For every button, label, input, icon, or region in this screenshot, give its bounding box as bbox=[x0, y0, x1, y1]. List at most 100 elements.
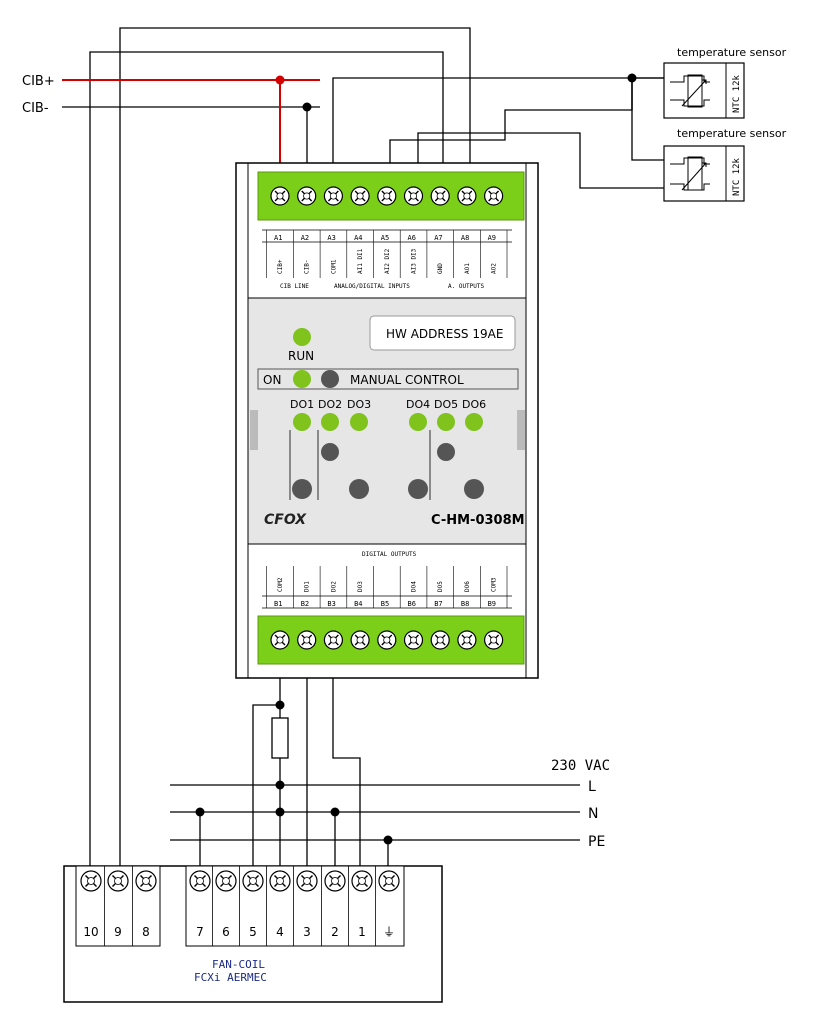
bottom-signal-label: DO2 bbox=[330, 581, 337, 592]
run-led bbox=[293, 328, 311, 346]
top-signal-label: AI3 DI3 bbox=[411, 248, 418, 274]
top-signal-label: AI2 DI2 bbox=[384, 248, 391, 274]
fancoil-terminal-label: 7 bbox=[196, 925, 204, 939]
screw-terminal-icon bbox=[484, 630, 504, 650]
screw-terminal-icon bbox=[189, 870, 211, 892]
bottom-signal-label: DO6 bbox=[464, 581, 471, 592]
bottom-screws bbox=[270, 630, 504, 650]
screw-terminal-icon bbox=[457, 186, 477, 206]
sensor-2-type: NTC 12k bbox=[732, 157, 742, 196]
fancoil-terminal-label: 5 bbox=[249, 925, 257, 939]
bottom-signal-label: DO3 bbox=[357, 581, 364, 592]
do-button[interactable] bbox=[349, 479, 369, 499]
top-terminal-label: A2 bbox=[301, 234, 309, 242]
wire-a3-sensor1 bbox=[332, 77, 664, 163]
line-PE-label: PE bbox=[588, 834, 605, 850]
screw-terminal-icon bbox=[351, 870, 373, 892]
wire-a5-common bbox=[389, 82, 633, 163]
bottom-terminal-label: B2 bbox=[301, 600, 309, 608]
cib-minus-label: CIB- bbox=[22, 101, 49, 116]
do-label: DO1 bbox=[290, 398, 314, 411]
bottom-terminal-label: B6 bbox=[408, 600, 416, 608]
top-signal-label: CIB+ bbox=[277, 259, 284, 274]
do-label: DO2 bbox=[318, 398, 342, 411]
do-led bbox=[437, 413, 455, 431]
screw-terminal-icon bbox=[135, 870, 157, 892]
bottom-signal-label: DO1 bbox=[304, 581, 311, 592]
temperature-sensor-1: temperature sensor NTC 12k bbox=[663, 46, 787, 119]
screw-terminal-icon bbox=[107, 870, 129, 892]
screw-terminal-icon bbox=[377, 186, 397, 206]
do-button[interactable] bbox=[408, 479, 428, 499]
screw-terminal-icon bbox=[270, 630, 290, 650]
screw-terminal-icon bbox=[430, 186, 450, 206]
top-screws bbox=[270, 186, 504, 206]
top-terminal-label: A5 bbox=[381, 234, 389, 242]
top-signal-label: CIB- bbox=[304, 260, 311, 274]
do-led bbox=[409, 413, 427, 431]
top-terminal-label: A1 bbox=[274, 234, 282, 242]
hw-address: HW ADDRESS 19AE bbox=[386, 327, 503, 341]
screw-terminal-icon bbox=[215, 870, 237, 892]
screw-terminal-icon bbox=[430, 630, 450, 650]
do-led bbox=[465, 413, 483, 431]
wire-a6-sensor2 bbox=[417, 132, 664, 189]
wires bbox=[62, 27, 664, 875]
screw-terminal-icon bbox=[403, 630, 424, 650]
screw-terminal-icon bbox=[296, 870, 318, 892]
do-button[interactable] bbox=[464, 479, 484, 499]
manual-button[interactable] bbox=[321, 370, 339, 388]
top-terminal-label: A9 bbox=[488, 234, 496, 242]
wire-fc9-a8 bbox=[119, 27, 471, 875]
screw-terminal-icon bbox=[378, 870, 400, 892]
top-signal-label: AO2 bbox=[491, 263, 498, 274]
screw-terminal-icon bbox=[80, 870, 102, 892]
top-signal-label: AO1 bbox=[464, 263, 471, 274]
wire-sensor-common bbox=[631, 77, 664, 161]
junctions bbox=[195, 73, 637, 845]
fancoil-terminal-label: 3 bbox=[303, 925, 311, 939]
do-button[interactable] bbox=[321, 443, 339, 461]
wire-fc10-a7 bbox=[89, 51, 444, 875]
bottom-terminal-label: B7 bbox=[434, 600, 442, 608]
sensor-1-type: NTC 12k bbox=[732, 74, 742, 113]
top-terminal-label: A3 bbox=[327, 234, 335, 242]
on-label: ON bbox=[263, 373, 281, 387]
group-a-outputs: A. OUTPUTS bbox=[448, 283, 485, 290]
bottom-terminal-label: B9 bbox=[488, 600, 496, 608]
temperature-sensor-2: temperature sensor NTC 12k bbox=[663, 127, 787, 202]
screw-terminal-icon bbox=[350, 630, 370, 650]
fancoil-terminal-label: 6 bbox=[222, 925, 230, 939]
do-label: DO4 bbox=[406, 398, 430, 411]
top-signal-label: COM1 bbox=[330, 259, 337, 274]
screw-terminal-icon bbox=[457, 630, 477, 650]
line-L-label: L bbox=[588, 779, 596, 795]
do-button[interactable] bbox=[437, 443, 455, 461]
brand-logo: CFOX bbox=[264, 512, 307, 528]
fancoil-terminal-label: 2 bbox=[331, 925, 339, 939]
do-button[interactable] bbox=[292, 479, 312, 499]
bottom-terminal-label: B5 bbox=[381, 600, 389, 608]
top-signal-label: AI1 DI1 bbox=[357, 248, 364, 274]
line-N-label: N bbox=[588, 806, 598, 822]
do-led bbox=[293, 413, 311, 431]
fancoil-terminal-label: 4 bbox=[276, 925, 284, 939]
top-terminal-label: A6 bbox=[408, 234, 416, 242]
fancoil-terminal-label: 10 bbox=[83, 925, 98, 939]
thermistor-icon bbox=[670, 156, 710, 191]
do-label: DO5 bbox=[434, 398, 458, 411]
group-cib-line: CIB LINE bbox=[280, 283, 309, 290]
run-label: RUN bbox=[288, 349, 314, 363]
screw-terminal-icon bbox=[324, 870, 346, 892]
do-label: DO6 bbox=[462, 398, 486, 411]
top-signal-label: GND bbox=[437, 263, 444, 274]
wire-cib-plus bbox=[62, 79, 320, 163]
do-label: DO3 bbox=[347, 398, 371, 411]
fancoil-terminal-label: 9 bbox=[114, 925, 122, 939]
top-terminal-label: A7 bbox=[434, 234, 442, 242]
fancoil-terminal-label: ⏚ bbox=[383, 925, 395, 939]
top-terminal-label: A4 bbox=[354, 234, 362, 242]
